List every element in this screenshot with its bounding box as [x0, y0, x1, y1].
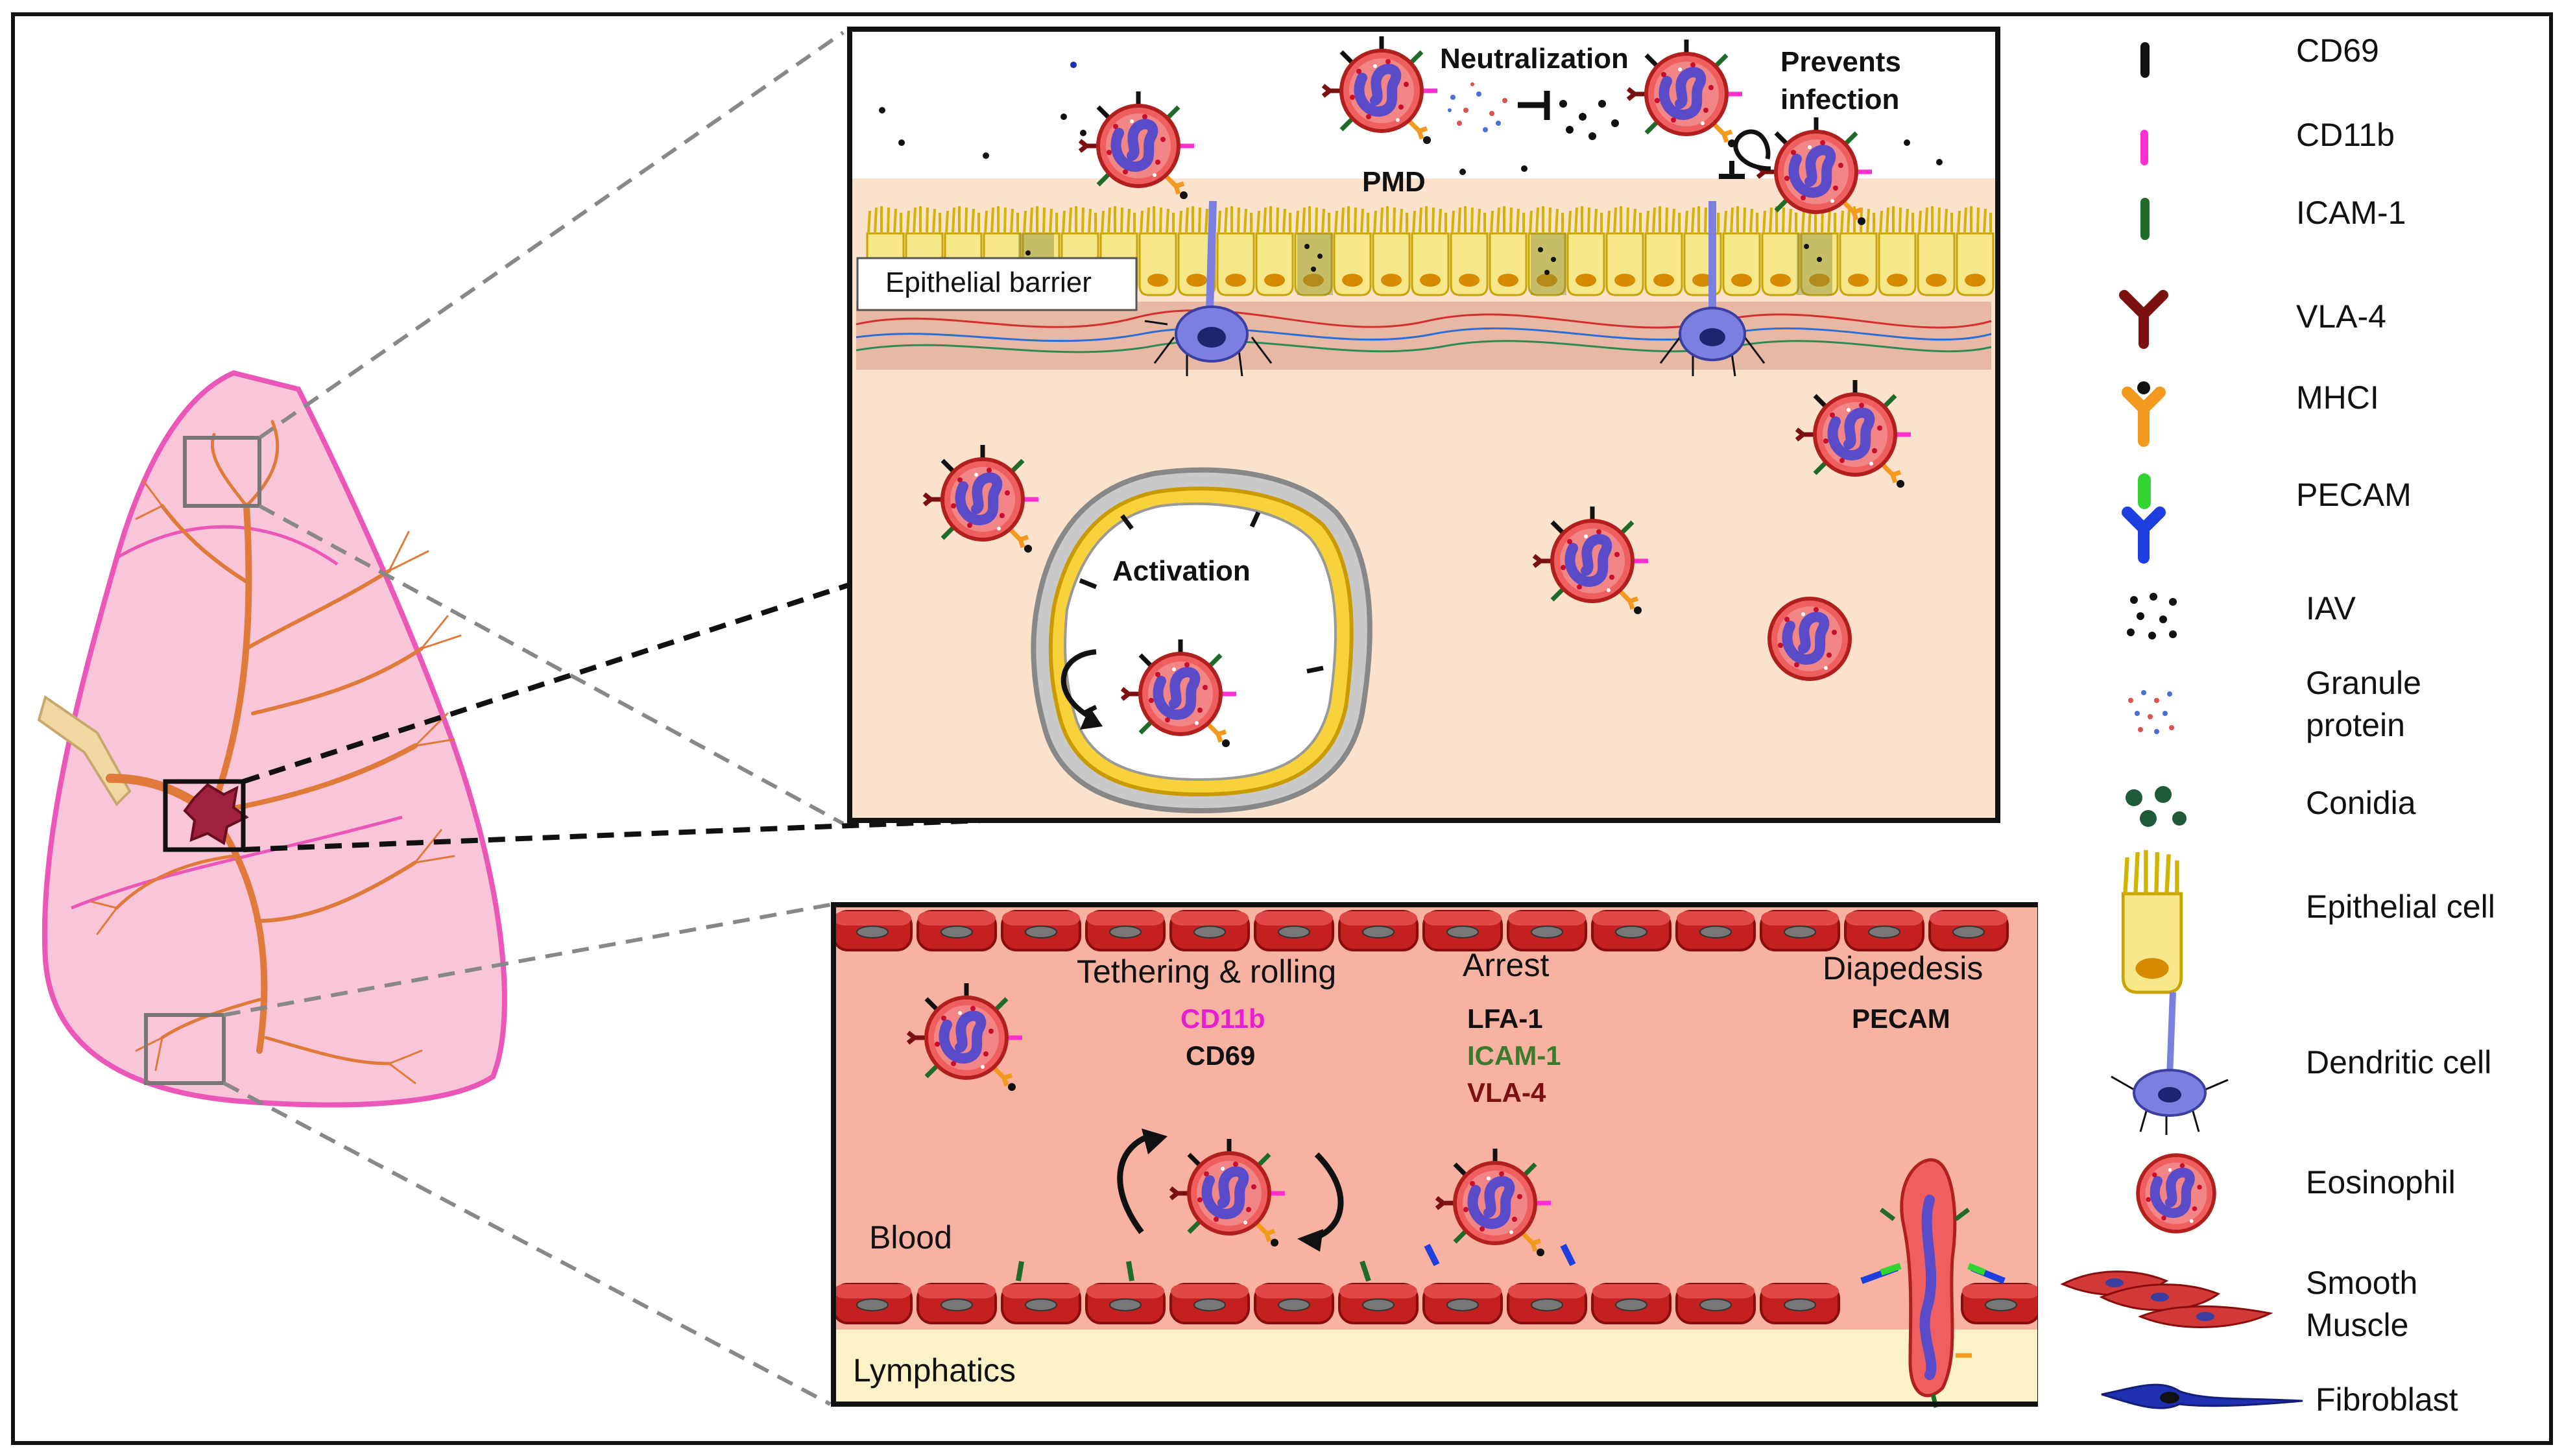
blood-vessel-panel: Tethering & rolling CD11b CD69 Arrest LF… [831, 901, 2051, 1408]
diapedesis-label: Diapedesis [1823, 950, 1983, 986]
prevents-label-line1: Prevents [1780, 46, 1901, 78]
legend-label-epithelial: Epithelial cell [2306, 889, 2495, 925]
smooth-muscle-icon [2060, 1271, 2273, 1328]
granule-protein-cloud [1448, 82, 1507, 132]
vla4-label: VLA-4 [1467, 1077, 1546, 1108]
conidia-icon [2126, 786, 2187, 827]
legend-label-cd11b: CD11b [2296, 117, 2395, 153]
zoom-box-upper [183, 436, 261, 508]
legend-label-granule-line1: Granule [2306, 665, 2421, 701]
legend-label-iav: IAV [2306, 590, 2356, 627]
legend-label-mhci: MHCI [2296, 379, 2379, 416]
fibroblast-icon [2101, 1383, 2303, 1409]
mhci-receptor-icon [2122, 381, 2166, 447]
figure-frame [11, 12, 2553, 1445]
blood-label: Blood [869, 1219, 952, 1256]
cd69-label: CD69 [1186, 1040, 1255, 1071]
prevents-infection-arrow [1719, 129, 1771, 179]
neutralization-label: Neutralization [1440, 43, 1629, 75]
legend-label-fibroblast: Fibroblast [2316, 1381, 2458, 1418]
legend-label-vla4: VLA-4 [2296, 298, 2386, 335]
vessel-cross-section [1031, 467, 1372, 814]
dendritic-cell-left [1144, 200, 1273, 377]
legend-label-smooth-line1: Smooth [2306, 1265, 2417, 1301]
iav-virus-icon [2127, 593, 2177, 639]
arrest-label: Arrest [1463, 947, 1549, 983]
eosinophil-icon [2138, 1155, 2214, 1232]
cd69-marker-icon [2140, 42, 2150, 78]
dendritic-cell-icon [2111, 992, 2229, 1135]
lfa1-label: LFA-1 [1467, 1003, 1543, 1034]
diapedesis-eosinophil [1860, 1158, 2006, 1408]
legend-label-cd69: CD69 [2296, 32, 2379, 69]
zoom-box-lower [144, 1013, 226, 1085]
legend-label-icam1: ICAM-1 [2296, 195, 2406, 231]
icam1-marker-icon [2140, 198, 2150, 240]
neutralization-inhibit-symbol [1518, 91, 1550, 120]
airway-panel: Epithelial barrier Neutralization PMD Pr… [847, 27, 2000, 823]
legend-label-granule-line2: protein [2306, 707, 2405, 743]
dendritic-cell-right [1659, 201, 1766, 377]
prevents-label-line2: infection [1780, 84, 1899, 115]
pecam-receptor-icon [2122, 473, 2166, 564]
zoom-box-middle [163, 779, 246, 852]
arrested-eosinophil [1424, 1149, 1576, 1267]
legend: CD69 CD11b ICAM-1 VLA-4 MHCI PECAM IAV [2060, 32, 2495, 1418]
granule-protein-icon [2128, 690, 2174, 734]
pmd-label: PMD [1362, 166, 1426, 198]
epithelial-layer [856, 205, 1995, 370]
vla4-receptor-icon [2119, 290, 2168, 349]
epithelial-barrier-label: Epithelial barrier [885, 267, 1092, 298]
activation-label: Activation [1112, 555, 1251, 587]
legend-label-eosinophil: Eosinophil [2306, 1164, 2456, 1200]
rolling-eosinophil [1117, 1128, 1344, 1252]
cd11b-marker-icon [2140, 130, 2148, 165]
legend-label-conidia: Conidia [2306, 785, 2416, 821]
cd11b-label: CD11b [1180, 1003, 1265, 1034]
tethering-label: Tethering & rolling [1077, 953, 1336, 990]
lung-illustration [37, 370, 507, 1108]
legend-label-dendritic: Dendritic cell [2306, 1044, 2491, 1080]
epithelial-barrier-box [856, 257, 1138, 311]
airway-panel-border [847, 27, 2000, 823]
legend-label-pecam: PECAM [2296, 477, 2412, 513]
lymphatics-label: Lymphatics [853, 1352, 1016, 1389]
pecam-label: PECAM [1852, 1003, 1950, 1034]
icam1-label: ICAM-1 [1467, 1040, 1561, 1071]
iav-particles [879, 100, 1943, 175]
epithelial-cell-icon [2123, 850, 2181, 992]
legend-label-smooth-line2: Muscle [2306, 1307, 2408, 1343]
